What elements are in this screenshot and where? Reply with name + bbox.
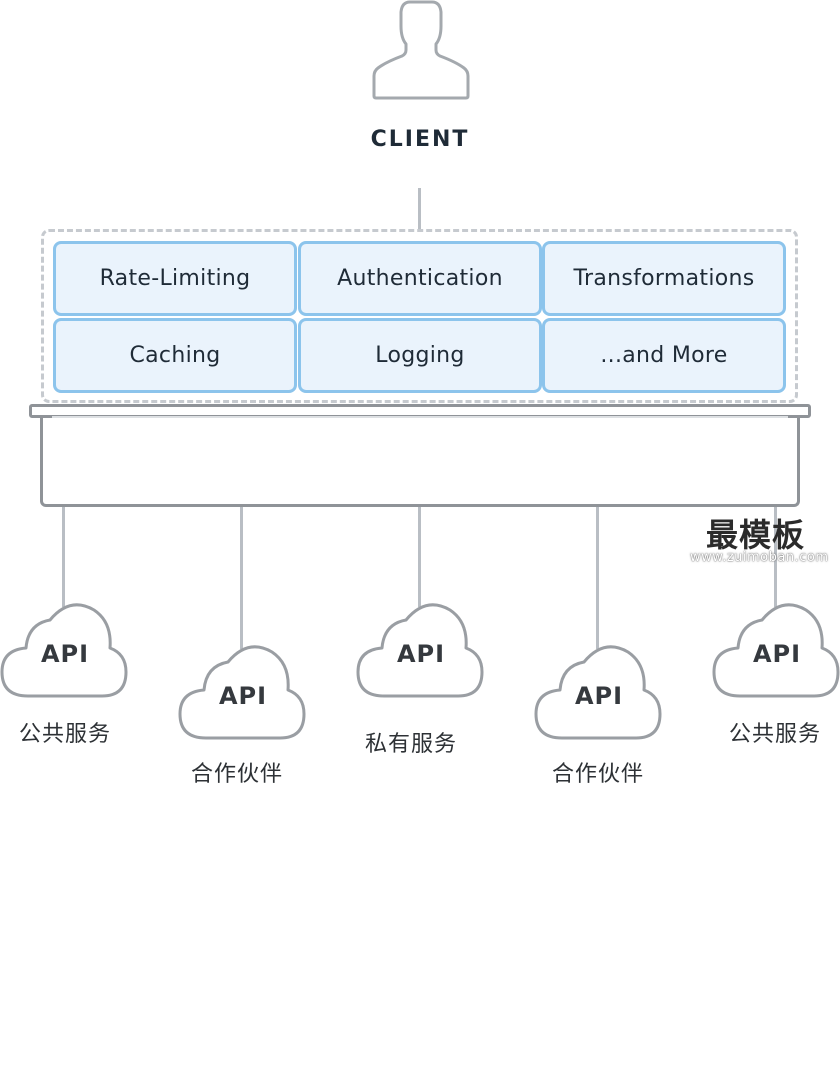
api-connector bbox=[418, 507, 421, 607]
cloud-icon bbox=[178, 645, 306, 740]
watermark: 最模板 www.zuimoban.com bbox=[690, 510, 840, 570]
plugin-caching: Caching bbox=[53, 318, 297, 393]
service-label: 私有服务 bbox=[364, 732, 457, 757]
api-label: API bbox=[40, 640, 90, 668]
gateway-tray bbox=[40, 413, 800, 507]
client-connector bbox=[418, 188, 421, 232]
gateway-divider bbox=[52, 416, 788, 418]
api-connector bbox=[774, 507, 777, 607]
plugin-and-more: ...and More bbox=[542, 318, 786, 393]
client-label: CLIENT bbox=[370, 127, 470, 152]
api-cloud-1: API bbox=[0, 600, 130, 700]
cloud-icon bbox=[534, 645, 662, 740]
watermark-title: 最模板 bbox=[706, 516, 806, 554]
api-label: API bbox=[396, 640, 446, 668]
api-connector bbox=[596, 507, 599, 649]
cloud-icon bbox=[0, 603, 128, 698]
api-connector bbox=[240, 507, 243, 649]
plugin-label: Caching bbox=[129, 343, 221, 368]
user-silhouette-icon bbox=[372, 0, 470, 100]
service-label: 公共服务 bbox=[728, 722, 821, 747]
cloud-icon bbox=[712, 603, 840, 698]
api-cloud-2: API bbox=[178, 642, 308, 742]
api-label: API bbox=[218, 682, 268, 710]
watermark-url: www.zuimoban.com bbox=[690, 550, 829, 565]
api-cloud-5: API bbox=[712, 600, 840, 700]
service-label: 公共服务 bbox=[18, 722, 111, 747]
service-label: 合作伙伴 bbox=[190, 762, 283, 787]
service-label: 合作伙伴 bbox=[551, 762, 644, 787]
api-cloud-4: API bbox=[534, 642, 664, 742]
plugin-rate-limiting: Rate-Limiting bbox=[53, 241, 297, 316]
cloud-icon bbox=[356, 603, 484, 698]
plugin-label: Authentication bbox=[337, 266, 503, 291]
plugin-authentication: Authentication bbox=[298, 241, 542, 316]
api-connector bbox=[62, 507, 65, 607]
plugin-transformations: Transformations bbox=[542, 241, 786, 316]
api-cloud-3: API bbox=[356, 600, 486, 700]
api-label: API bbox=[752, 640, 802, 668]
api-label: API bbox=[574, 682, 624, 710]
plugin-label: Rate-Limiting bbox=[99, 266, 251, 291]
plugin-label: ...and More bbox=[600, 343, 728, 368]
plugin-logging: Logging bbox=[298, 318, 542, 393]
plugin-label: Logging bbox=[375, 343, 465, 368]
plugin-group-frame bbox=[41, 229, 798, 403]
plugin-label: Transformations bbox=[573, 266, 755, 291]
